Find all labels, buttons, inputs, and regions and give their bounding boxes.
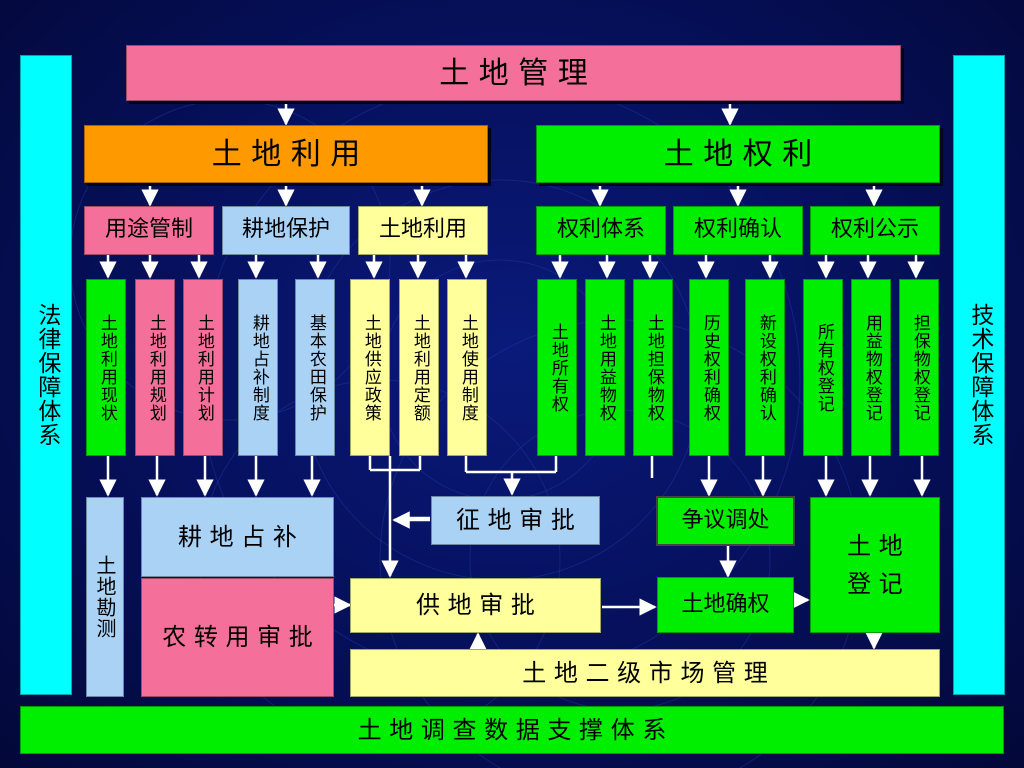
col-land-use-plan: 土地利用计划 (183, 279, 223, 456)
col-security-right: 土地担保物权 (633, 279, 673, 456)
col-usufruct-right: 土地用益物权 (585, 279, 625, 456)
land-registration: 土 地 登 记 (810, 497, 940, 633)
col-land-ownership: 土地所有权 (537, 279, 577, 456)
rights-group-publicity: 权利公示 (810, 206, 940, 255)
land-survey: 土地勘测 (86, 497, 124, 697)
use-group-purpose-control: 用途管制 (84, 206, 214, 255)
col-ownership-registration: 所有权登记 (803, 279, 843, 456)
technical-guarantee-system: 技术保障体系 (953, 55, 1005, 695)
land-supply-approval: 供 地 审 批 (350, 578, 601, 633)
legal-guarantee-system: 法律保障体系 (20, 55, 72, 695)
col-land-use-quota: 土地利用定额 (399, 279, 439, 456)
col-land-use-system: 土地使用制度 (447, 279, 487, 456)
farmland-balance: 耕 地 占 补 (141, 497, 334, 577)
use-group-farmland-protection: 耕地保护 (222, 206, 350, 255)
col-basic-farmland-protection: 基本农田保护 (295, 279, 335, 456)
use-group-land-utilization: 土地利用 (358, 206, 488, 255)
land-survey-data-support-system: 土 地 调 查 数 据 支 撑 体 系 (20, 706, 1004, 754)
col-land-use-status: 土地利用现状 (86, 279, 126, 456)
rights-group-system: 权利体系 (536, 206, 666, 255)
dispute-resolution: 争议调处 (656, 496, 795, 546)
col-land-use-planning: 土地利用规划 (135, 279, 175, 456)
col-new-right-confirmation: 新设权利确认 (745, 279, 785, 456)
land-management-title: 土 地 管 理 (126, 45, 901, 101)
col-security-registration: 担保物权登记 (899, 279, 939, 456)
col-land-supply-policy: 土地供应政策 (350, 279, 390, 456)
land-rights-title: 土 地 权 利 (536, 125, 940, 183)
secondary-land-market-management: 土 地 二 级 市 场 管 理 (350, 649, 940, 697)
rights-group-confirmation: 权利确认 (673, 206, 803, 255)
col-usufruct-registration: 用益物权登记 (851, 279, 891, 456)
col-historical-right-confirmation: 历史权利确权 (689, 279, 729, 456)
farmland-conversion-approval: 农 转 用 审 批 (141, 578, 334, 697)
col-farmland-balance-system: 耕地占补制度 (238, 279, 278, 456)
land-expropriation-approval: 征 地 审 批 (431, 496, 600, 545)
land-use-title: 土 地 利 用 (84, 125, 488, 183)
land-right-confirmation: 土地确权 (657, 577, 794, 633)
